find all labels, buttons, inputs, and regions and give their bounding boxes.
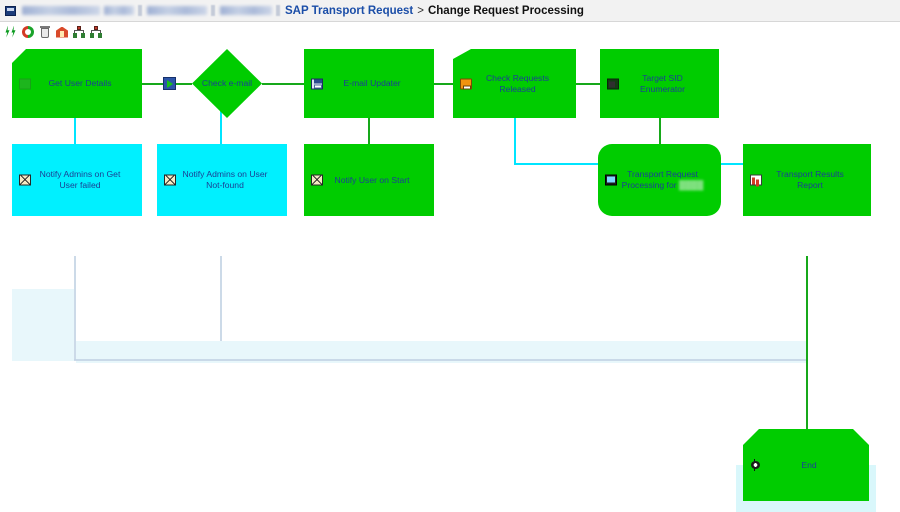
node-notify-user-on-start[interactable]: Notify User on Start <box>304 144 434 216</box>
breadcrumb-link-sap-transport-request[interactable]: SAP Transport Request <box>285 4 414 17</box>
redacted-system-label <box>220 6 272 15</box>
node-notify-admins-get-user-failed[interactable]: Notify Admins on Get User failed <box>12 144 142 216</box>
node-check-email[interactable]: Check e-mail <box>192 49 262 118</box>
mail-icon <box>311 174 323 186</box>
link-notifyadmins2-down <box>220 256 222 360</box>
film-icon <box>607 78 619 89</box>
mail-icon <box>164 174 176 186</box>
monitor-icon <box>605 174 617 186</box>
app-window-icon <box>5 5 16 16</box>
link-getuser-to-checkemail <box>142 83 164 85</box>
node-label-text: Transport Request Processing for <box>621 169 698 190</box>
redacted-company-suffix <box>104 6 134 15</box>
link-arrow-to-checkemail <box>176 83 192 85</box>
node-label: Get User Details <box>48 78 112 88</box>
chart-icon <box>750 174 762 186</box>
node-notify-admins-user-not-found[interactable]: Notify Admins on User Not-found <box>157 144 287 216</box>
document-icon <box>19 78 31 89</box>
link-results-to-end <box>806 256 808 463</box>
node-label-redacted: ████ <box>678 180 704 190</box>
link-emailupdater-to-checkreq <box>433 83 454 85</box>
breadcrumb-divider-2 <box>211 5 215 16</box>
node-label: Check e-mail <box>201 78 253 88</box>
node-label: E-mail Updater <box>343 78 401 88</box>
node-label: Notify User on Start <box>334 174 410 185</box>
breadcrumb-divider-3 <box>276 5 280 16</box>
page-title: Change Request Processing <box>427 4 584 17</box>
dependency-icon[interactable] <box>89 25 103 39</box>
node-target-sid-enumerator[interactable]: Target SID Enumerator <box>600 49 719 118</box>
mail-icon <box>19 174 31 186</box>
node-transport-request-processing[interactable]: Transport Request Processing for ████ <box>598 144 721 216</box>
toolbar <box>0 22 900 41</box>
node-label: Notify Admins on User Not-found <box>182 169 268 190</box>
node-end[interactable]: End <box>743 429 869 501</box>
node-label: Notify Admins on Get User failed <box>39 169 121 190</box>
link-notifyadmins1-down <box>74 256 76 360</box>
refresh-icon[interactable] <box>21 25 35 39</box>
breadcrumb-divider-1 <box>138 5 142 16</box>
app-header: SAP Transport Request > Change Request P… <box>0 0 900 22</box>
alert-icon[interactable] <box>55 25 69 39</box>
node-transport-results-report[interactable]: Transport Results Report <box>743 144 871 216</box>
link-glow-bottom <box>76 341 806 363</box>
hierarchy-icon[interactable] <box>72 25 86 39</box>
node-email-updater[interactable]: E-mail Updater <box>304 49 434 118</box>
node-label: End <box>801 459 817 470</box>
redacted-company-label <box>22 6 100 15</box>
delete-icon[interactable] <box>38 25 52 39</box>
node-get-user-details[interactable]: Get User Details <box>12 49 142 118</box>
run-icon[interactable] <box>4 25 18 39</box>
link-checkemail-to-emailupdater <box>262 83 304 85</box>
save-icon <box>311 78 323 89</box>
node-check-requests-released[interactable]: Check Requests Released <box>453 49 576 118</box>
breadcrumb-separator: > <box>417 4 424 17</box>
link-checkreq-down <box>514 118 516 164</box>
link-bottom-bus <box>74 359 808 361</box>
redacted-area-label <box>147 6 207 15</box>
printer-icon <box>460 78 472 89</box>
node-label: Transport Results Report <box>776 169 844 190</box>
link-glow-left <box>12 289 74 361</box>
link-checkreq-to-targetsid <box>575 83 601 85</box>
flowchart-canvas[interactable]: Get User Details Check e-mail E-mail Upd… <box>0 41 900 512</box>
flag-icon <box>750 459 762 471</box>
flow-arrow-icon[interactable] <box>163 77 176 90</box>
